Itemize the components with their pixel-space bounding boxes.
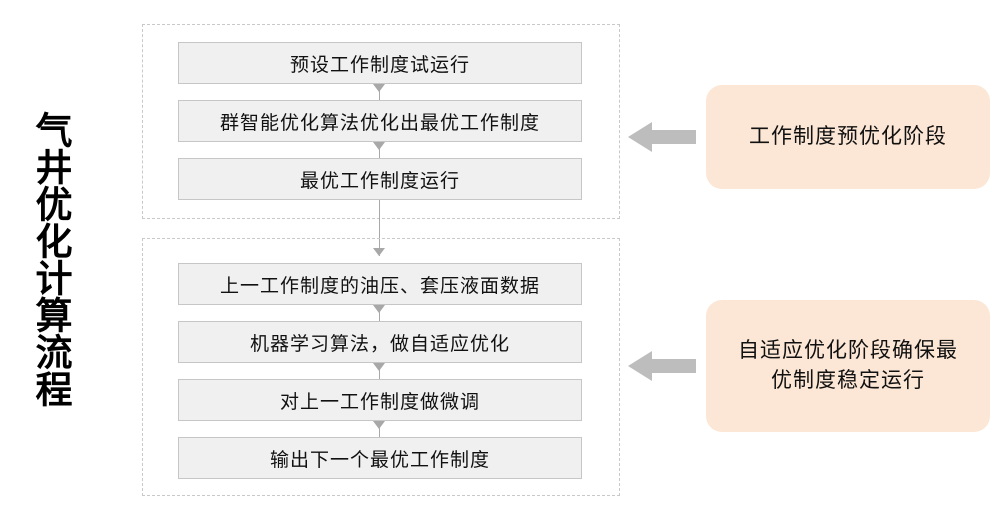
page-title: 气井优化计算流程 (30, 111, 71, 407)
stage-callout-pre-optimization[interactable]: 工作制度预优化阶段 (706, 85, 990, 189)
process-step-box[interactable]: 最优工作制度运行 (178, 158, 582, 200)
process-step-box[interactable]: 群智能优化算法优化出最优工作制度 (178, 100, 582, 142)
connector-line (379, 142, 381, 158)
down-arrow-icon (373, 421, 385, 429)
arrow-shaft (650, 130, 696, 144)
connector-line (379, 363, 381, 379)
left-block-arrow-icon (628, 351, 696, 381)
process-step-box[interactable]: 上一工作制度的油压、套压液面数据 (178, 263, 582, 305)
stage-callout-adaptive-optimization[interactable]: 自适应优化阶段确保最优制度稳定运行 (706, 300, 990, 432)
down-arrow-icon (373, 84, 385, 92)
down-arrow-icon (373, 248, 385, 256)
process-step-box[interactable]: 输出下一个最优工作制度 (178, 437, 582, 479)
process-step-box[interactable]: 预设工作制度试运行 (178, 42, 582, 84)
stage-callout-label: 工作制度预优化阶段 (749, 124, 947, 148)
down-arrow-icon (373, 142, 385, 150)
process-step-box[interactable]: 机器学习算法，做自适应优化 (178, 321, 582, 363)
arrow-head (628, 351, 652, 381)
down-arrow-icon (373, 305, 385, 313)
connector-line-between-groups (379, 200, 381, 256)
connector-line (379, 421, 381, 437)
group-container-adaptive-optimization (142, 238, 620, 496)
left-block-arrow-icon (628, 122, 696, 152)
connector-line (379, 305, 381, 321)
connector-line (379, 84, 381, 100)
arrow-head (628, 122, 652, 152)
down-arrow-icon (373, 363, 385, 371)
group-container-pre-optimization (142, 24, 620, 219)
stage-callout-label: 自适应优化阶段确保最优制度稳定运行 (738, 338, 958, 392)
arrow-shaft (650, 359, 696, 373)
process-step-box[interactable]: 对上一工作制度做微调 (178, 379, 582, 421)
